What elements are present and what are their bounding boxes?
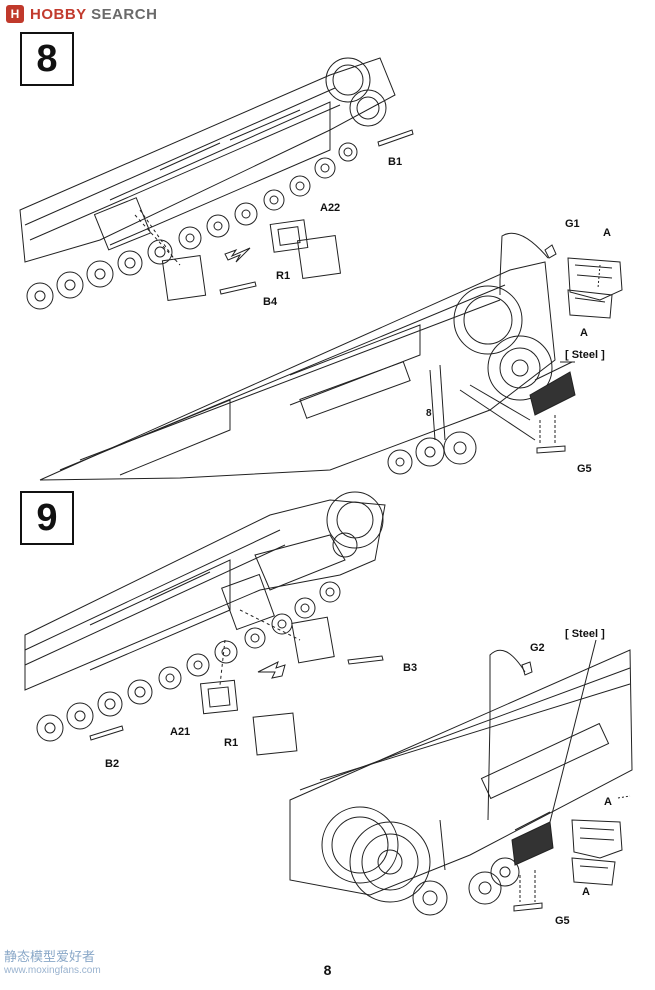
label-a21: A21 (170, 726, 191, 738)
logo-suffix: SEARCH (91, 5, 158, 23)
label-r1: R1 (224, 737, 239, 749)
label-g1: G1 (565, 218, 580, 230)
step9-lower-road-wheels (412, 857, 520, 916)
label-r1: R1 (276, 270, 291, 282)
step8-upper-road-wheels (26, 142, 358, 310)
label-b1: B1 (388, 156, 403, 168)
label-steel: [ Steel ] (565, 628, 605, 640)
label-a-top: A (603, 227, 611, 239)
label-a-bottom: A (580, 327, 588, 339)
label-a-bottom: A (582, 886, 590, 898)
label-a-top: A (604, 796, 612, 808)
step9-lower-chassis (289, 649, 633, 903)
step9-upper-parts (89, 609, 384, 756)
logo-brand: HOBBY (30, 5, 87, 23)
watermark-url: www.moxingfans.com (4, 965, 101, 976)
step8-lower-chassis (39, 261, 556, 481)
step8-upper-chassis (19, 57, 396, 263)
label-steel: [ Steel ] (565, 349, 605, 361)
logo-badge-icon: H (6, 5, 24, 23)
watermark-cn: 静态模型爱好者 (4, 949, 96, 964)
step8-upper-parts (134, 129, 414, 302)
label-g5: G5 (577, 463, 592, 475)
step8-lower-parts (459, 232, 623, 454)
step-8-number: 8 (20, 32, 74, 86)
step9-upper-chassis (24, 491, 386, 691)
label-b4: B4 (263, 296, 278, 308)
hobby-search-logo: H HOBBY SEARCH (6, 4, 157, 24)
step9-lower-parts (487, 639, 631, 912)
label-g2: G2 (530, 642, 545, 654)
step8-lower-road-wheels (387, 431, 477, 475)
logo-text: HOBBY SEARCH (30, 6, 157, 23)
label-b3: B3 (403, 662, 418, 674)
step-9-number: 9 (20, 491, 74, 545)
watermark: 静态模型爱好者 www.moxingfans.com (4, 950, 101, 978)
step9-upper-road-wheels (36, 581, 341, 742)
label-g5: G5 (555, 915, 570, 927)
label-b2: B2 (105, 758, 120, 770)
label-a22: A22 (320, 202, 341, 214)
label-frame-mark: 8 (426, 408, 432, 419)
page-number: 8 (323, 962, 332, 978)
